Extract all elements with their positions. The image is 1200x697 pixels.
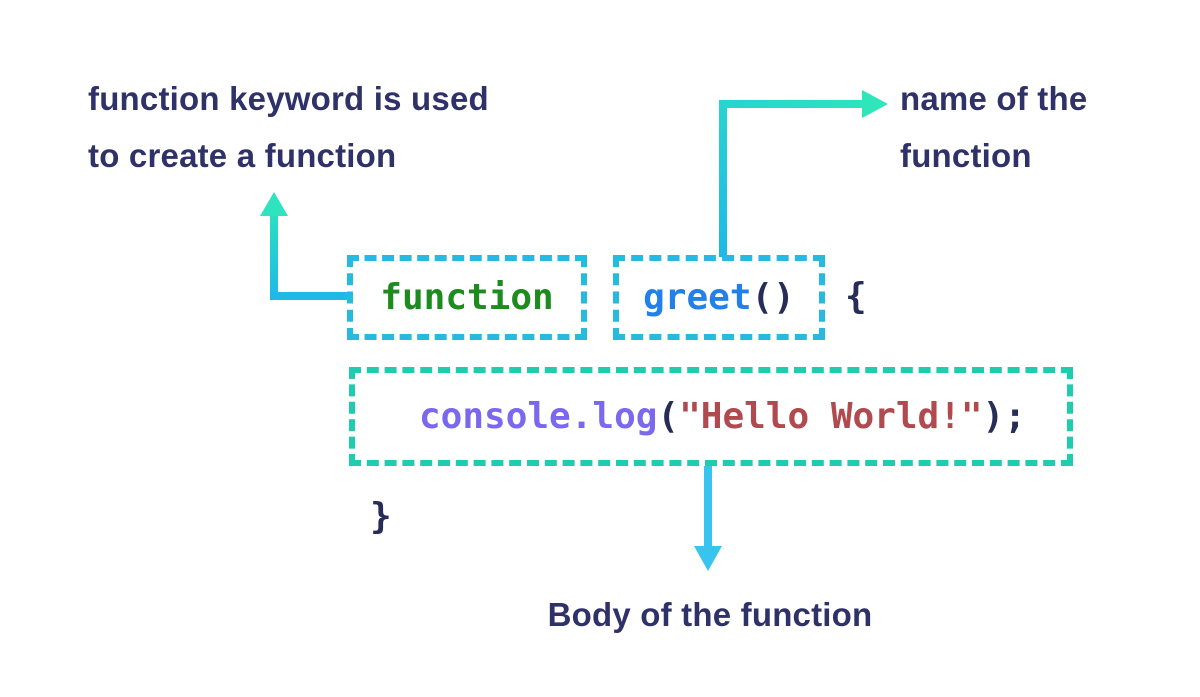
annotation-function-body: Body of the function (547, 596, 873, 633)
annotation-function-name-line1: name of the (900, 80, 1088, 117)
code-function-name: greet (643, 277, 752, 318)
code-close-paren-semicolon: ); (982, 396, 1026, 437)
annotation-function-name: name of the function (900, 70, 1087, 184)
function-name-box: greet() (613, 255, 825, 340)
code-function-keyword: function (380, 277, 554, 318)
annotation-function-keyword-line1: function keyword is used (88, 80, 489, 117)
annotation-function-keyword-line2: to create a function (88, 137, 397, 174)
function-body-box: console.log("Hello World!"); (349, 367, 1073, 466)
code-parens: () (751, 277, 795, 318)
name-arrow-vertical-line (719, 100, 727, 257)
name-arrow-horizontal-line (719, 100, 862, 108)
code-open-paren: ( (657, 396, 680, 437)
code-hello-world-string: "Hello World!" (679, 396, 983, 437)
annotation-function-name-line2: function (900, 137, 1032, 174)
body-arrow-vertical-line (704, 466, 712, 546)
arrow-right-icon (862, 90, 888, 118)
function-keyword-box: function (347, 255, 587, 340)
code-console-log: console.log (419, 396, 658, 437)
annotation-function-keyword: function keyword is used to create a fun… (88, 70, 489, 184)
keyword-arrow-horizontal-line (270, 292, 348, 300)
code-close-brace: } (370, 496, 392, 537)
code-open-brace: { (845, 276, 867, 317)
arrow-up-icon (260, 192, 288, 216)
keyword-arrow-vertical-line (270, 214, 278, 298)
arrow-down-icon (694, 546, 722, 571)
